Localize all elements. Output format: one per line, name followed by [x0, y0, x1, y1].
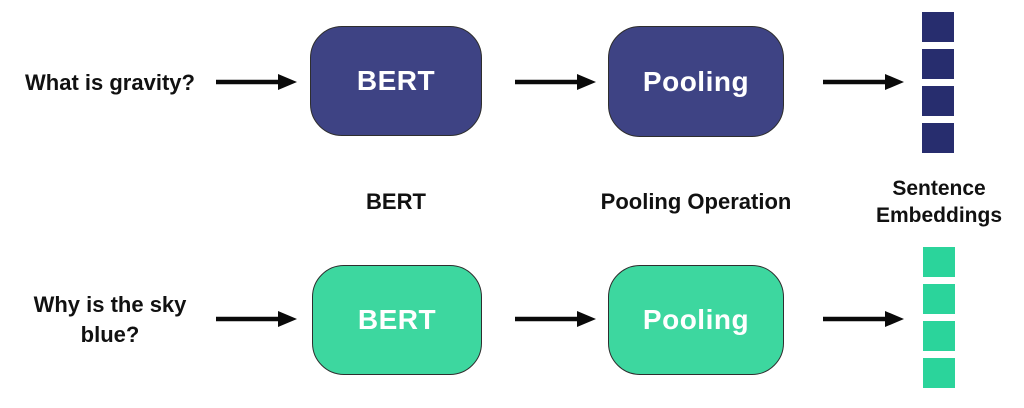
embedding-square: [922, 123, 954, 153]
pooling-box-row2-label: Pooling: [642, 304, 750, 335]
pooling-box-row1-label: Pooling: [642, 65, 750, 97]
embedding-square: [922, 12, 954, 42]
caption-pooling-operation: Pooling Operation: [600, 189, 792, 214]
input-sentence-1: What is gravity?: [25, 70, 195, 95]
embedding-square: [923, 247, 955, 277]
arrow-icon: [216, 311, 297, 327]
arrow-icon: [515, 74, 596, 90]
embedding-squares-row1: [922, 12, 954, 153]
caption-bert: BERT: [366, 189, 426, 214]
arrow-icon: [823, 74, 904, 90]
embedding-square: [922, 86, 954, 116]
embedding-square: [923, 284, 955, 314]
caption-sentence-embeddings-line2: Embeddings: [875, 204, 1002, 227]
input-sentence-2: Why is the sky blue?: [33, 292, 187, 347]
bert-box-row2-label: BERT: [357, 304, 437, 335]
pooling-box-row2: Pooling: [608, 265, 784, 375]
bert-box-row1-label: BERT: [356, 65, 436, 96]
arrow-icon: [216, 74, 297, 90]
embedding-squares-row2: [923, 247, 955, 388]
pooling-box-row1: Pooling: [608, 26, 784, 137]
bert-box-row2: BERT: [312, 265, 482, 375]
embedding-square: [923, 358, 955, 388]
caption-sentence-embeddings-line1: Sentence: [892, 177, 986, 200]
embedding-square: [922, 49, 954, 79]
bert-box-row1: BERT: [310, 26, 482, 136]
embedding-square: [923, 321, 955, 351]
arrow-icon: [823, 311, 904, 327]
arrow-icon: [515, 311, 596, 327]
caption-sentence-embeddings: Sentence Embeddings: [851, 175, 1024, 229]
